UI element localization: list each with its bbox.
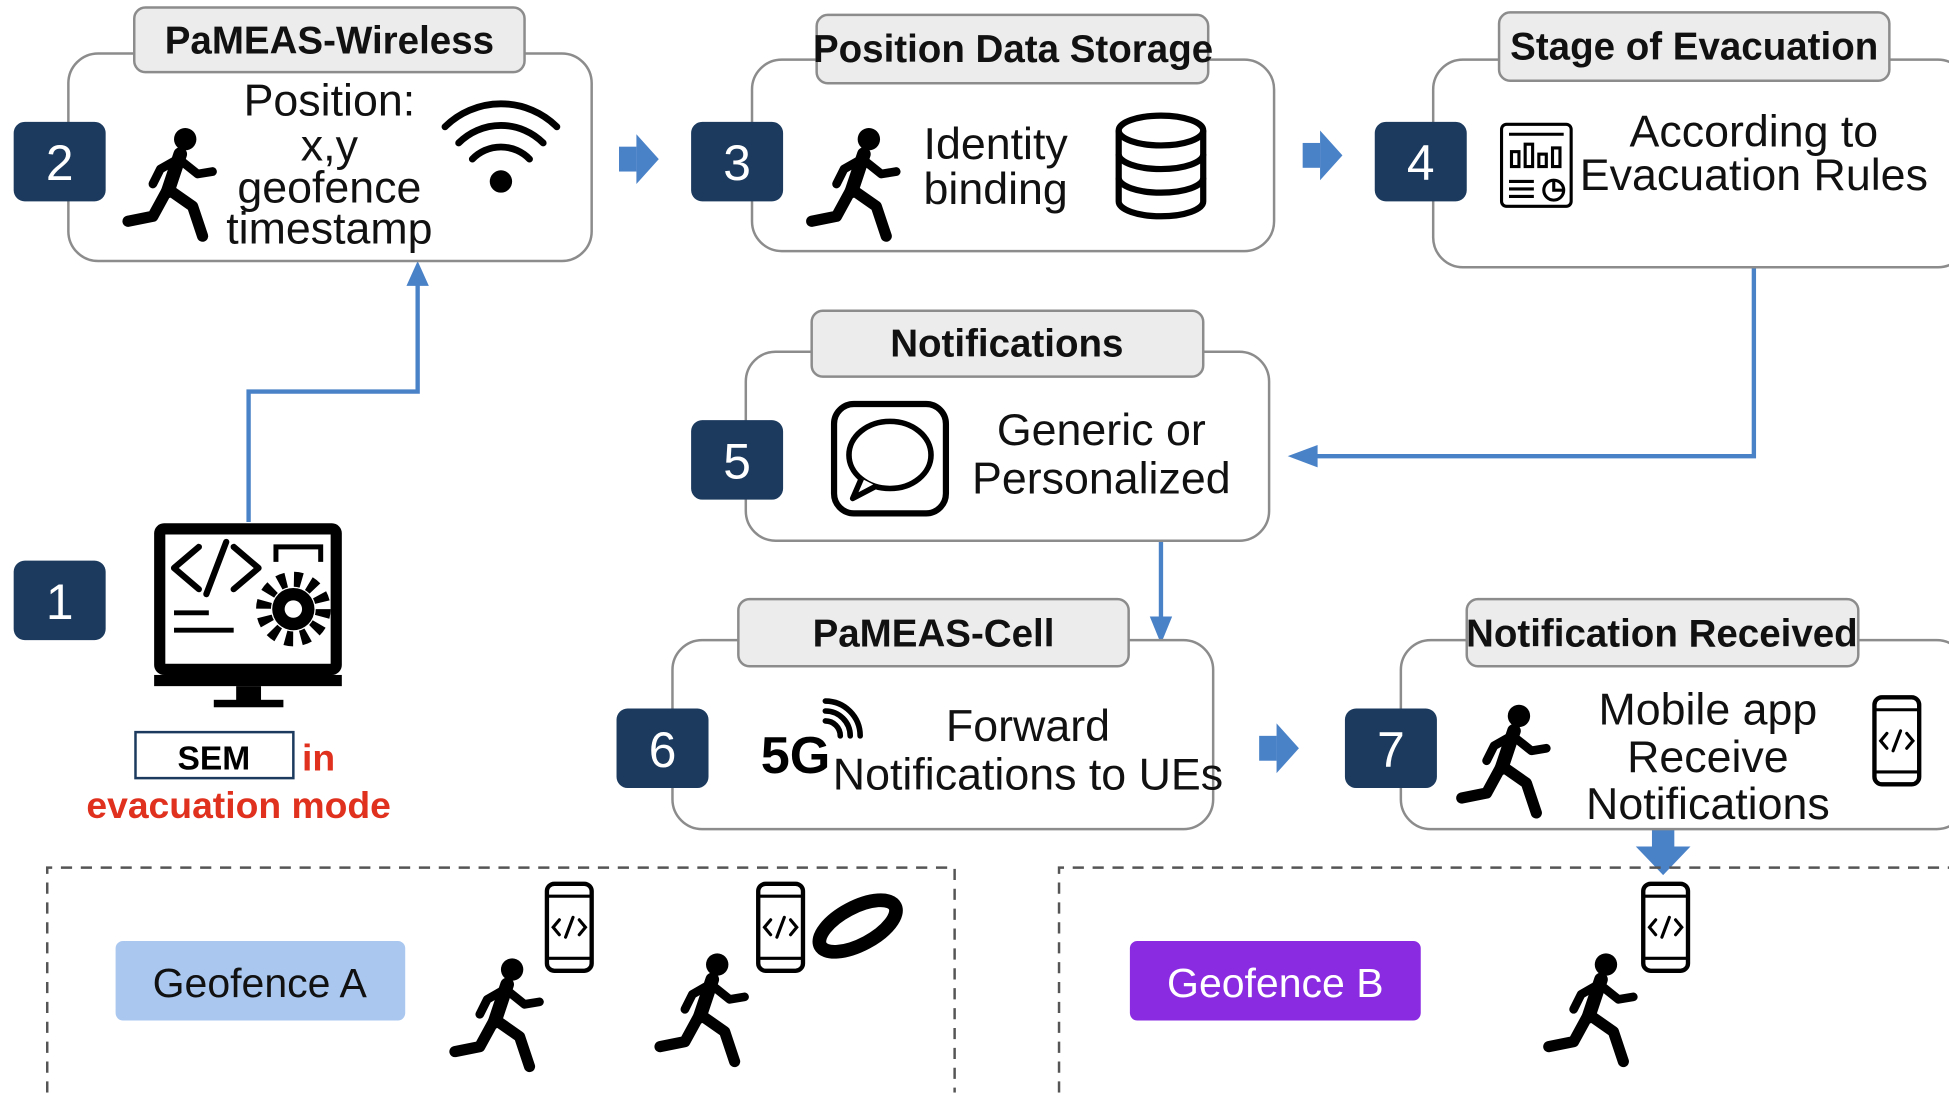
step-4-line-1: According to [1630, 107, 1879, 157]
step-7-line-3: Notifications [1586, 779, 1830, 829]
step-2-line-1: Position: [244, 76, 416, 126]
svg-text:5: 5 [723, 434, 751, 490]
step-4-badge: 4 [1374, 121, 1467, 202]
sem-suffix: in [302, 737, 335, 779]
step-5-line-1: Generic or [997, 405, 1206, 455]
arrow-6-to-7 [1259, 723, 1299, 774]
smartphone-icon [1643, 884, 1688, 971]
step-4-panel: Stage of Evacuation According to Evacuat… [1431, 11, 1949, 269]
step-7-panel: Notification Received Mobile app Receive… [1399, 597, 1949, 831]
step-6-title: PaMEAS-Cell [813, 612, 1055, 655]
step-1-badge: 1 [13, 560, 106, 641]
smartphone-icon [1874, 697, 1919, 784]
step-5-title: Notifications [890, 323, 1123, 366]
step-5-line-2: Personalized [972, 453, 1231, 503]
step-3-badge: 3 [691, 121, 784, 202]
geofence-b-label: Geofence B [1167, 960, 1384, 1006]
geofence-b-region: Geofence B [1057, 866, 1949, 1093]
svg-text:7: 7 [1377, 722, 1405, 778]
geofence-a-label: Geofence A [153, 960, 368, 1006]
arrow-2-to-3 [619, 134, 659, 184]
geofence-a-region: Geofence A [45, 866, 956, 1093]
connector-1-to-2 [246, 261, 429, 523]
step-7-line-2: Receive [1627, 732, 1789, 782]
geofence-a-badge [115, 940, 406, 1021]
arrow-7-to-geofence-b [1635, 825, 1691, 876]
step-7-tab [1465, 597, 1860, 668]
5g-icon-text: 5G [761, 727, 831, 785]
svg-text:2: 2 [46, 135, 74, 191]
step-4-title: Stage of Evacuation [1510, 26, 1878, 69]
report-icon [1499, 122, 1573, 208]
step-3-line-2: binding [924, 164, 1068, 214]
step-2-line-4: timestamp [226, 204, 432, 254]
step-3-line-1: Identity [924, 119, 1069, 169]
running-person-icon [455, 958, 540, 1066]
step-2-panel: PaMEAS-Wireless Position: x,y geofence t… [67, 6, 593, 263]
step-6-line-1: Forward [946, 701, 1110, 751]
step-5-badge: 5 [691, 420, 784, 500]
svg-text:1: 1 [46, 574, 74, 630]
step-6-badge: 6 [616, 708, 709, 789]
sem-label: SEM in evacuation mode [86, 730, 391, 826]
geofence-b-badge [1129, 940, 1421, 1021]
step-2-title: PaMEAS-Wireless [165, 19, 494, 62]
step-3-title: Position Data Storage [813, 28, 1213, 71]
sem-box-label: SEM [177, 740, 250, 777]
wifi-icon [441, 100, 561, 193]
step-5-tab [810, 309, 1205, 378]
step-4-line-2: Evacuation Rules [1580, 150, 1928, 200]
step-6-tab [737, 597, 1130, 668]
step-2-line-2: x,y [301, 120, 359, 170]
sem-mode-label: evacuation mode [86, 784, 391, 826]
step-2-line-3: geofence [237, 163, 421, 213]
5g-icon: 5G [761, 698, 863, 785]
connector-4-to-5 [1287, 221, 1757, 468]
computer-code-gear-icon [154, 523, 342, 708]
step-7-line-1: Mobile app [1598, 685, 1817, 735]
step-4-tab [1497, 11, 1891, 83]
connector-5-to-6 [1149, 540, 1173, 644]
svg-text:6: 6 [649, 722, 677, 778]
running-person-icon [1549, 953, 1634, 1061]
arrow-3-to-4 [1302, 130, 1343, 181]
database-icon [1115, 112, 1207, 220]
step-5-panel: Notifications Generic or Personalized [744, 309, 1271, 542]
step-7-badge: 7 [1344, 708, 1437, 789]
chat-bubble-icon [830, 400, 950, 517]
smartphone-icon [758, 884, 803, 971]
step-3-tab [815, 13, 1210, 85]
running-person-icon [660, 953, 745, 1061]
step-6-panel: PaMEAS-Cell 5G Forward Notifications to … [671, 597, 1223, 831]
step-6-line-2: Notifications to UEs [833, 749, 1223, 799]
svg-text:3: 3 [723, 135, 751, 191]
step-3-panel: Position Data Storage Identity binding [750, 13, 1276, 253]
step-2-tab [133, 6, 526, 74]
step-7-title: Notification Received [1466, 612, 1858, 655]
wristband-icon [812, 893, 903, 959]
smartphone-icon [547, 884, 592, 971]
svg-text:4: 4 [1407, 135, 1435, 191]
step-2-badge: 2 [13, 121, 106, 202]
